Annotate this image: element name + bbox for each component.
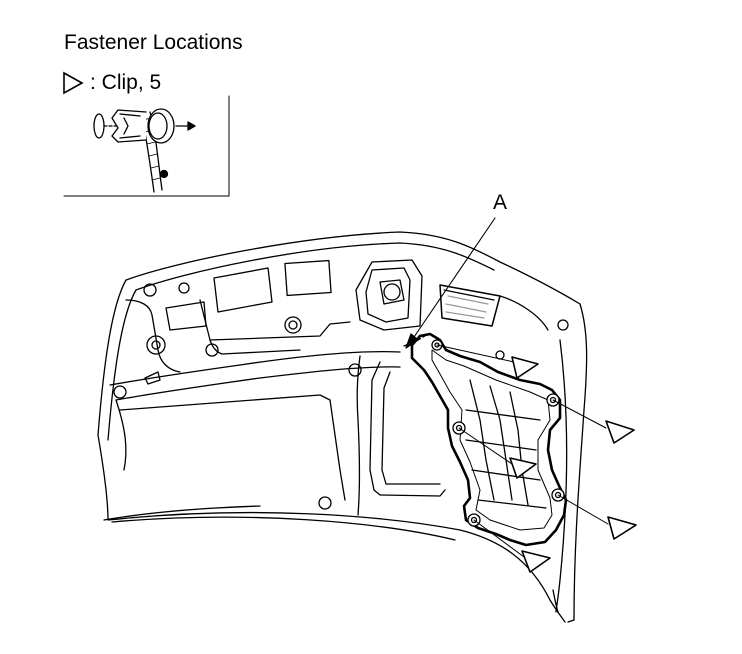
part-a-bracket [403, 332, 568, 547]
clip-detail-inset [63, 95, 230, 197]
diagram-title: Fastener Locations [64, 31, 243, 54]
clip-detail-icon [93, 108, 196, 193]
clip-markers [509, 356, 637, 573]
clip-marker-3-icon [509, 457, 537, 479]
hood-openings [165, 259, 549, 331]
hood-latch-area [355, 259, 423, 331]
clip-leader-lines [436, 344, 609, 558]
hood-outline [97, 231, 588, 623]
legend-text: : Clip, 5 [90, 71, 162, 94]
clip-marker-5-icon [521, 550, 551, 573]
callout-label-a: A [493, 191, 508, 214]
callout-a-leader [405, 217, 496, 349]
outline-triangle-marker-icon [63, 71, 84, 95]
clip-marker-1-icon [511, 356, 539, 379]
inner-frame [103, 299, 446, 521]
legend: : Clip, 5 [62, 70, 161, 96]
clip-marker-4-icon [607, 516, 637, 540]
hood-holes [113, 282, 569, 533]
clip-marker-2-icon [605, 420, 635, 444]
